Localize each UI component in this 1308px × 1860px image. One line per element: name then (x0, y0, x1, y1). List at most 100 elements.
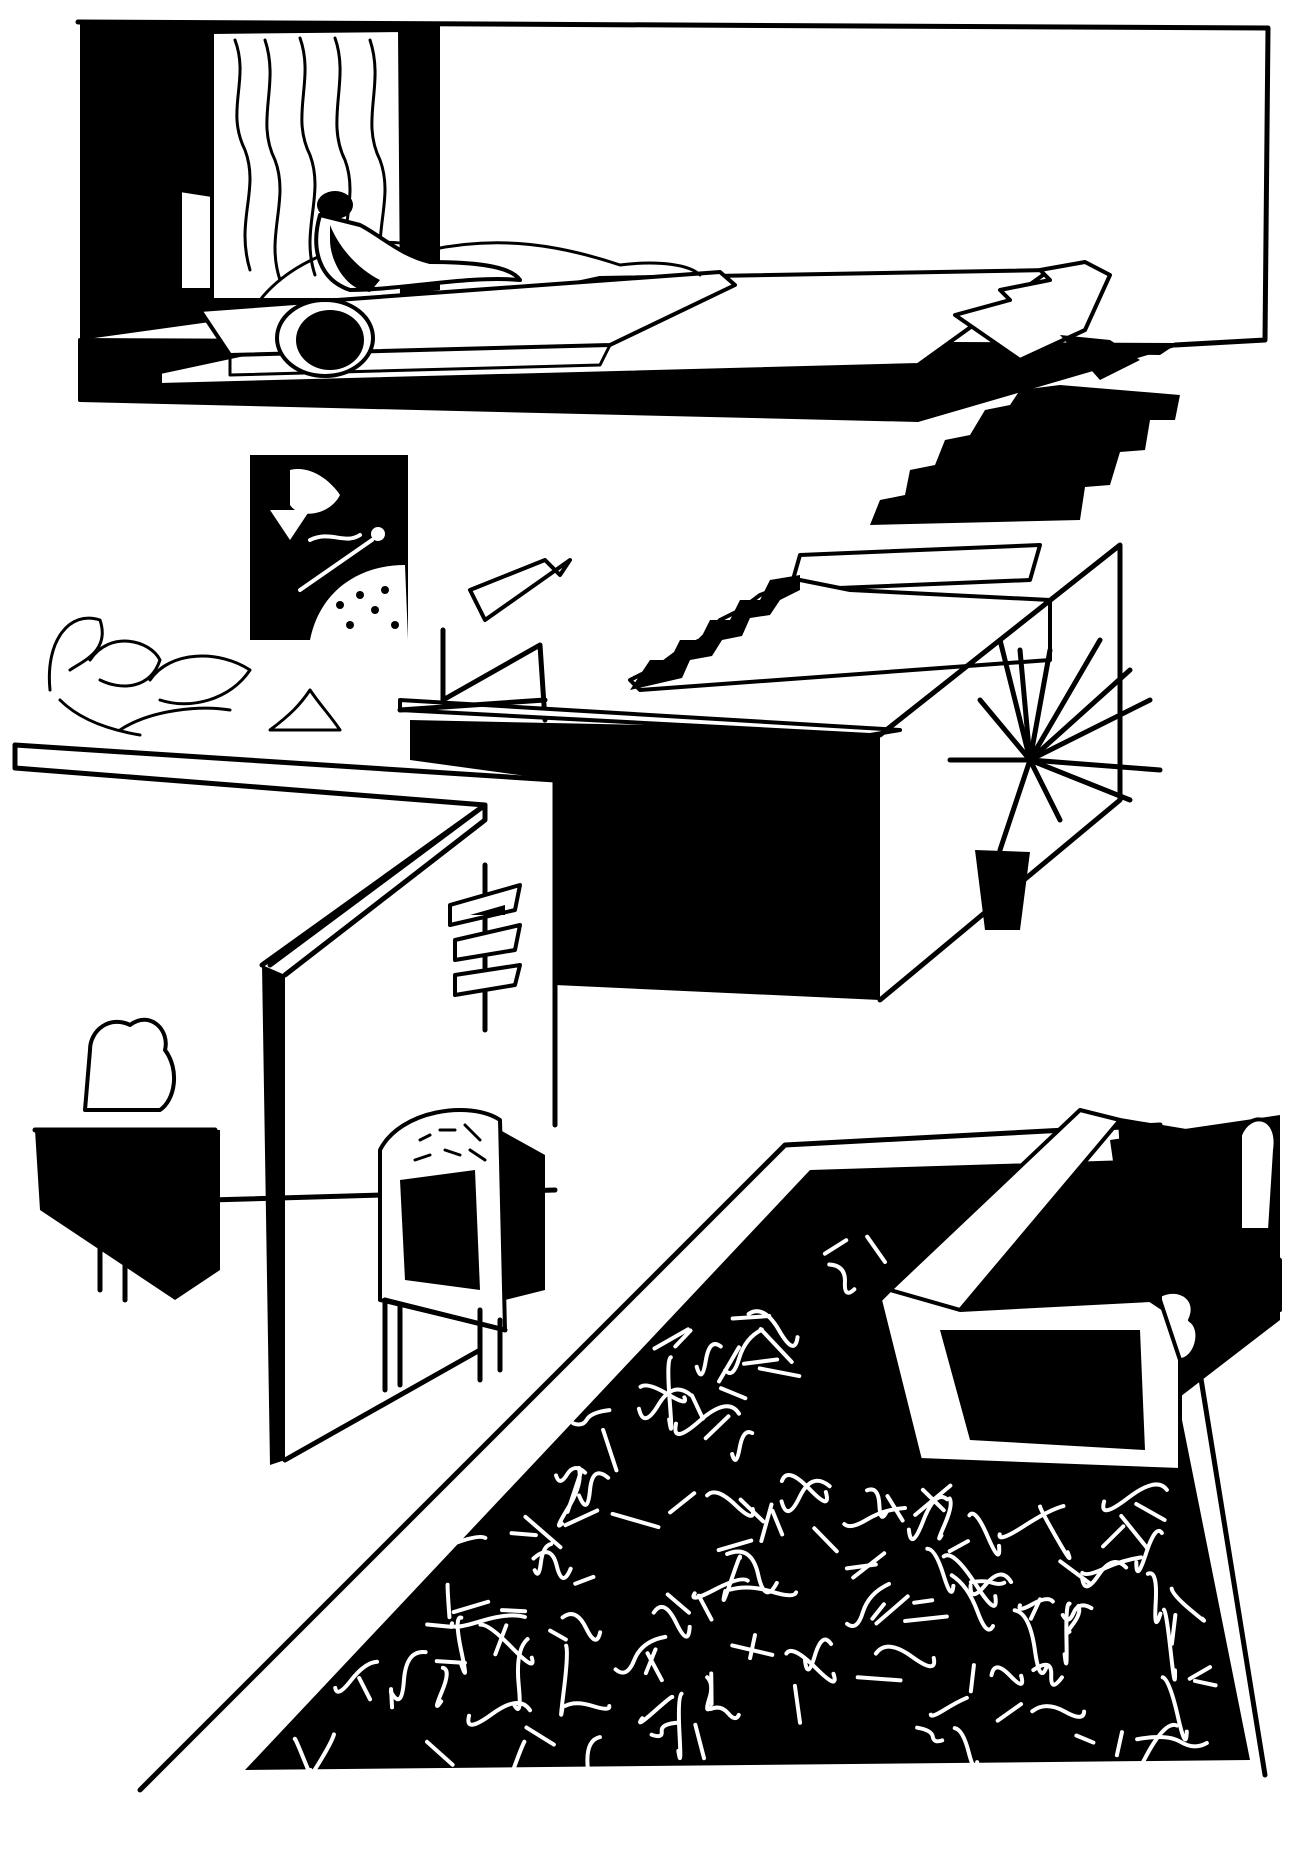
rug-squiggle (610, 1511, 661, 1530)
rug-squiggle (1192, 1678, 1218, 1688)
rug-squiggle (690, 1393, 705, 1421)
rug-squiggle (424, 1739, 455, 1767)
rug-squiggle (1114, 1730, 1124, 1758)
rug-squiggle (563, 1508, 600, 1528)
rug-squiggle (357, 1676, 373, 1702)
rug-squiggle (571, 1408, 612, 1427)
rug-squiggle (968, 1663, 976, 1694)
rug-squiggle (1028, 1597, 1042, 1621)
rug-squiggle (1160, 1675, 1189, 1742)
rug-squiggle (548, 1628, 568, 1642)
rug-squiggle (333, 1659, 380, 1694)
rug-squiggle (673, 1404, 742, 1436)
rug-squiggle (636, 1387, 693, 1421)
shrub (47, 616, 342, 737)
rug-squiggle (668, 1491, 697, 1515)
rug-squiggle (524, 1725, 556, 1747)
rug-squiggle (708, 1705, 741, 1721)
rug-squiggle (652, 1327, 690, 1351)
black-partition (397, 542, 1123, 1003)
rug-squiggle (822, 1238, 849, 1256)
rug-squiggle (613, 1634, 668, 1675)
potted-palm (947, 637, 1163, 930)
rug-squiggle (691, 1577, 750, 1600)
rug-squiggle (511, 1637, 530, 1711)
rug-squiggle (770, 1508, 785, 1537)
rug-squiggle (716, 1538, 754, 1553)
rug-squiggle (1065, 1603, 1082, 1635)
rug-squiggle (997, 1504, 1066, 1540)
rug-squiggle (563, 1701, 612, 1711)
rug-squiggle (665, 1592, 691, 1615)
rug-squiggle (1074, 1733, 1096, 1745)
rug-squiggle (952, 1726, 980, 1769)
rug-squiggle (601, 1427, 619, 1473)
rug-squiggle (717, 1345, 741, 1384)
rug-squiggle (435, 1534, 488, 1550)
rug-squiggle (499, 1608, 528, 1614)
rug-squiggle (728, 1585, 799, 1598)
rug-squiggle (915, 1725, 945, 1744)
side-table (178, 188, 214, 292)
rug-squiggle (1169, 1613, 1178, 1646)
rug-squiggle (1145, 1571, 1163, 1625)
rug-squiggle (466, 1701, 533, 1727)
rug-squiggle (792, 1683, 803, 1725)
rug-squiggle (968, 1579, 1007, 1586)
rug-squiggle (730, 1314, 772, 1321)
rug-squiggle (1058, 1559, 1092, 1586)
rug-squiggle (746, 1309, 800, 1348)
upper-stairs (953, 260, 1140, 380)
rug-squiggle (748, 1633, 757, 1661)
rug-squiggle (676, 1691, 684, 1761)
rug-squiggle (1080, 1560, 1129, 1589)
mezzanine (75, 19, 1271, 422)
rug-squiggle (435, 1665, 449, 1708)
rug-squiggle (912, 1598, 935, 1605)
rug-squiggle (292, 1736, 314, 1779)
rug-squiggle (1101, 1482, 1169, 1513)
rug-squiggle (1161, 1607, 1178, 1682)
rug-squiggle (759, 1502, 774, 1543)
rug-squiggle (873, 1644, 937, 1669)
rug-squiggle (812, 1526, 839, 1554)
rug-squiggle (1169, 1586, 1207, 1623)
rug-squiggle (651, 1604, 692, 1639)
rug-squiggle (638, 1694, 675, 1725)
rug-squiggle (445, 1582, 452, 1620)
rug-squiggle (1031, 1662, 1064, 1687)
rug-squiggle (723, 1327, 764, 1375)
rug-squiggle (523, 1514, 563, 1550)
rug-squiggle (705, 1490, 756, 1518)
wall-sconce (448, 862, 522, 1033)
rug-squiggle (865, 1234, 887, 1265)
rug-squiggle (560, 1612, 603, 1642)
rug-squiggle (649, 1720, 681, 1739)
rug-squiggle (844, 1562, 878, 1571)
desk (32, 1017, 220, 1303)
rug-squiggle (784, 1648, 837, 1684)
rug-squiggle (643, 1647, 658, 1676)
rug-squiggle (532, 1541, 554, 1576)
rug-squiggle (694, 1342, 723, 1377)
rug-squiggle (949, 1573, 995, 1632)
rug-squiggle (967, 1511, 1002, 1557)
rug-squiggle (1062, 1601, 1072, 1666)
rug-squiggle (865, 1487, 889, 1519)
rug-squiggle (906, 1494, 950, 1541)
rug-squiggles (292, 1234, 1218, 1802)
rug-squiggle (757, 1366, 802, 1379)
lower-staircase (628, 385, 1180, 692)
rug-squiggle (845, 1581, 891, 1629)
rug-squiggle (1012, 1608, 1049, 1676)
rug-squiggle (928, 1695, 969, 1718)
rug-squiggle (1135, 1734, 1209, 1749)
rug-squiggle (1187, 1665, 1213, 1681)
rug-squiggle (1030, 1704, 1087, 1719)
rug-squiggle (721, 1554, 743, 1602)
rug-squiggle (718, 1386, 748, 1401)
rug-squiggle (855, 1675, 903, 1683)
rug-squiggle (937, 1496, 953, 1541)
rug-squiggle (434, 1659, 467, 1665)
